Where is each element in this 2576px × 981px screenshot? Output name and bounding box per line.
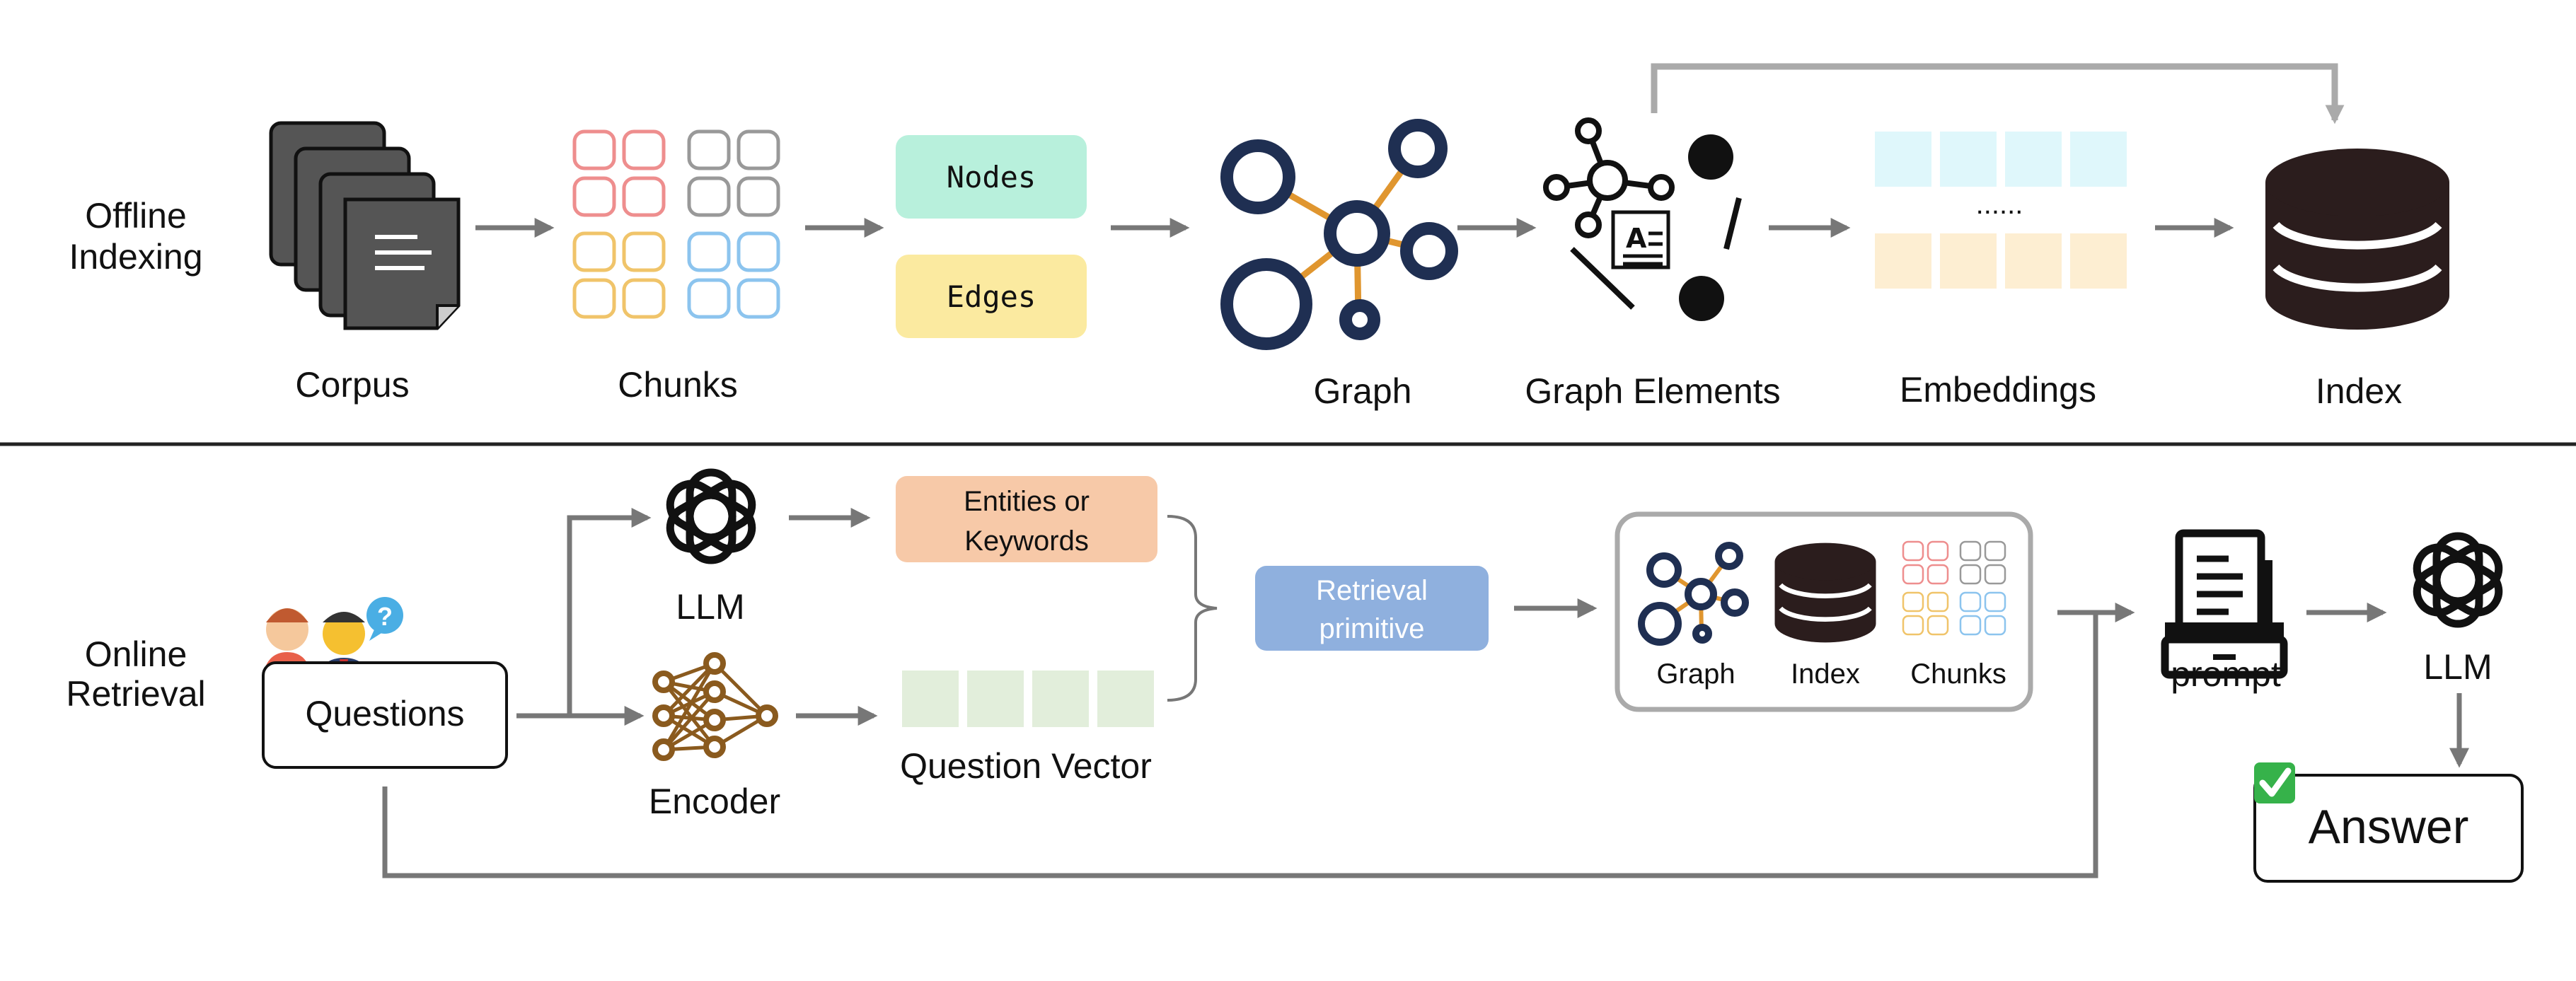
question-vector-label: Question Vector <box>900 746 1152 786</box>
svg-text:Retrieval: Retrieval <box>1316 575 1428 606</box>
neural-network-icon <box>652 652 778 761</box>
svg-text:Answer: Answer <box>2309 800 2469 854</box>
arrow-elements-to-index <box>1651 63 2345 124</box>
graph-icon <box>1220 119 1458 350</box>
corpus-label: Corpus <box>295 365 409 405</box>
edges-box: Edges <box>896 255 1087 338</box>
svg-text:Indexing: Indexing <box>69 237 202 277</box>
graph-label: Graph <box>1314 371 1412 411</box>
embeddings-label: Embeddings <box>1900 370 2096 410</box>
question-vector-cells <box>902 671 1154 727</box>
svg-text:Online: Online <box>85 634 187 674</box>
openai-logo-icon <box>662 472 759 560</box>
arrow-questions-to-prompt <box>382 603 2135 878</box>
svg-text:Questions: Questions <box>305 694 464 733</box>
svg-text:Index: Index <box>1791 658 1860 690</box>
combine-brace <box>1167 515 1218 702</box>
document-stack-icon <box>269 121 461 330</box>
chunks-grid-icon <box>574 132 778 317</box>
printer-icon <box>2161 529 2288 679</box>
check-mark-icon <box>2254 762 2295 803</box>
svg-text:Chunks: Chunks <box>1910 658 2006 690</box>
nodes-box: Nodes <box>896 135 1087 219</box>
database-icon <box>2265 149 2449 330</box>
retrieval-primitive-box: Retrieval primitive <box>1255 566 1489 651</box>
svg-text:......: ...... <box>1976 189 2023 220</box>
embeddings-grid: ...... <box>1875 132 2127 289</box>
svg-text:Keywords: Keywords <box>964 526 1089 557</box>
svg-text:A: A <box>1626 223 1647 254</box>
entities-keywords-box: Entities or Keywords <box>896 476 1157 562</box>
store-database-icon <box>1775 543 1876 643</box>
questions-box: Questions <box>262 661 508 769</box>
svg-text:Offline: Offline <box>85 196 187 236</box>
svg-text:Edges: Edges <box>947 279 1036 314</box>
answer-box: Answer <box>2253 774 2524 883</box>
svg-text:Graph: Graph <box>1656 658 1735 690</box>
svg-text:Retrieval: Retrieval <box>66 674 205 714</box>
svg-text:primitive: primitive <box>1319 613 1425 644</box>
svg-text:Nodes: Nodes <box>947 160 1036 195</box>
encoder-label: Encoder <box>649 782 780 821</box>
store-graph-icon <box>1638 542 1749 646</box>
graph-elements-label: Graph Elements <box>1525 371 1780 411</box>
svg-text:Entities or: Entities or <box>964 486 1090 517</box>
graph-elements-icon: A <box>1543 117 1742 321</box>
svg-text:?: ? <box>377 602 393 631</box>
knowledge-store-box: Graph Index Chunks <box>1615 511 2033 712</box>
llm-right-label: LLM <box>2423 647 2492 687</box>
prompt-label: prompt <box>2171 654 2281 694</box>
chunks-label: Chunks <box>618 365 738 405</box>
openai-logo-icon <box>2409 536 2506 624</box>
offline-indexing-label: Offline Indexing <box>69 196 202 277</box>
online-retrieval-label: Online Retrieval <box>66 634 205 714</box>
index-label: Index <box>2316 371 2402 411</box>
arrows-questions-branch <box>516 508 652 726</box>
llm-top-label: LLM <box>676 587 744 627</box>
